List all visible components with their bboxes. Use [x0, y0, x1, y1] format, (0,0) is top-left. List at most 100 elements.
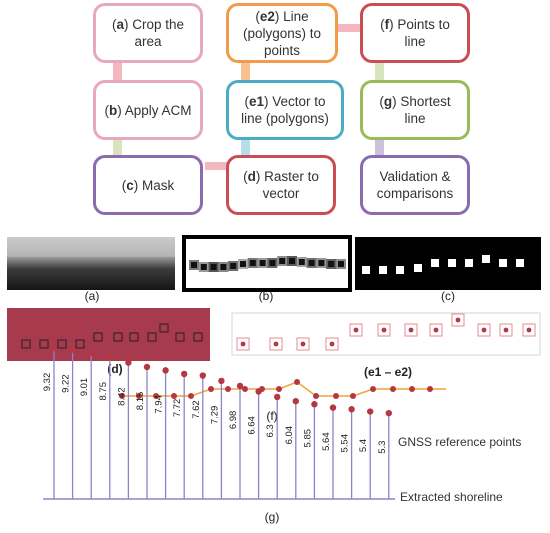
panel-c-image — [355, 237, 541, 290]
mask-square — [414, 264, 422, 272]
polygon-box — [269, 337, 283, 351]
acm-dark-pixel — [259, 260, 266, 266]
vector-polygon — [93, 332, 103, 342]
acm-dark-pixel — [328, 261, 335, 267]
connector-e1-e2 — [241, 63, 250, 83]
distance-label: 9.22 — [61, 374, 72, 393]
mask-square — [482, 255, 490, 263]
point-marker — [353, 327, 359, 333]
line-point — [171, 393, 177, 399]
polygon-box — [296, 337, 310, 351]
line-point — [153, 393, 159, 399]
step-apply-acm-text: (b) Apply ACM — [104, 102, 192, 118]
gnss-point — [274, 393, 281, 401]
distance-label: 7.29 — [209, 406, 220, 425]
connector-d-e1 — [241, 138, 250, 158]
point-marker — [381, 327, 387, 333]
step-crop-area-text: (a) Crop the area — [111, 17, 185, 49]
acm-dark-pixel — [269, 260, 276, 266]
connector-f-g — [375, 63, 384, 83]
acm-dark-pixel — [220, 264, 227, 270]
distance-label: 6.04 — [284, 426, 295, 445]
step-validation: Validation & comparisons — [360, 155, 470, 215]
mask-square — [362, 266, 370, 274]
line-point — [242, 386, 248, 392]
polygon-box — [236, 337, 250, 351]
step-points-to-line: (f) Points to line — [360, 3, 470, 63]
connector-b-c — [113, 138, 122, 158]
line-point — [294, 379, 300, 385]
vector-polygon — [21, 339, 31, 349]
gnss-point — [236, 382, 244, 390]
acm-dark-pixel — [279, 258, 286, 264]
line-point — [208, 386, 214, 392]
line-point — [119, 393, 125, 399]
vector-polygon — [57, 339, 67, 349]
panel-a-image — [7, 237, 175, 290]
step-mask-text: (c) Mask — [121, 177, 175, 193]
vector-polygon — [175, 332, 185, 342]
line-point — [333, 393, 339, 399]
step-raster-to-vector-text: (d) Raster to vector — [243, 169, 319, 201]
point-marker — [481, 327, 487, 333]
gnss-point — [367, 408, 374, 415]
polygon-box — [325, 337, 339, 351]
polygon-box — [477, 323, 491, 337]
step-line-to-points-text: (e2) Line (polygons) to points — [242, 8, 322, 58]
gnss-point — [143, 363, 151, 371]
panel-e-label: (e1 – e2) — [364, 365, 412, 379]
step-shortest-line-text: (g) Shortest line — [379, 94, 451, 126]
gnss-point — [199, 372, 206, 379]
gnss-reference-label: GNSS reference points — [398, 435, 521, 449]
gnss-point — [348, 406, 355, 413]
point-marker — [408, 327, 414, 333]
gnss-point — [106, 354, 114, 361]
panel-e-image — [231, 312, 541, 356]
gnss-point — [181, 370, 188, 378]
step-crop-area: (a) Crop the area — [93, 3, 203, 63]
step-mask: (c) Mask — [93, 155, 203, 215]
acm-dark-pixel — [308, 260, 315, 266]
gnss-point — [88, 349, 95, 357]
gnss-point — [292, 397, 299, 405]
vector-polygon — [159, 323, 169, 333]
step-vector-to-line: (e1) Vector to line (polygons) — [226, 80, 344, 140]
polygon-box — [499, 323, 513, 337]
distance-label: 9.32 — [42, 373, 53, 392]
acm-dark-pixel — [298, 259, 305, 265]
point-marker — [273, 341, 279, 347]
vector-polygon — [39, 339, 49, 349]
mask-square — [448, 259, 456, 267]
mask-square — [499, 259, 507, 267]
acm-dark-pixel — [191, 262, 197, 268]
panel-g-label: (g) — [265, 510, 280, 524]
distance-label: 7.72 — [172, 399, 183, 418]
panel-d-image — [7, 308, 210, 361]
mask-square — [516, 259, 524, 267]
line-point — [370, 386, 376, 392]
vector-polygon — [129, 332, 139, 342]
distance-label: 6.98 — [228, 411, 239, 430]
step-validation-text: Validation & comparisons — [376, 169, 454, 201]
step-raster-to-vector: (d) Raster to vector — [226, 155, 336, 215]
gnss-point — [218, 377, 225, 385]
line-point — [225, 386, 231, 392]
panel-d-label: (d) — [107, 362, 122, 376]
polygon-box — [451, 313, 465, 327]
point-marker — [329, 341, 335, 347]
connector-c-d — [205, 162, 230, 170]
step-shortest-line: (g) Shortest line — [360, 80, 470, 140]
point-marker — [240, 341, 246, 347]
acm-dark-pixel — [230, 263, 237, 269]
connector-e2-f — [335, 24, 363, 32]
line-point — [276, 386, 282, 392]
distance-label: 5.4 — [358, 439, 369, 452]
distance-label: 6.3 — [265, 424, 276, 437]
polygon-box — [377, 323, 391, 337]
line-point — [313, 393, 319, 399]
point-marker — [433, 327, 439, 333]
polygon-box — [429, 323, 443, 337]
panel-b-label: (b) — [259, 289, 274, 303]
